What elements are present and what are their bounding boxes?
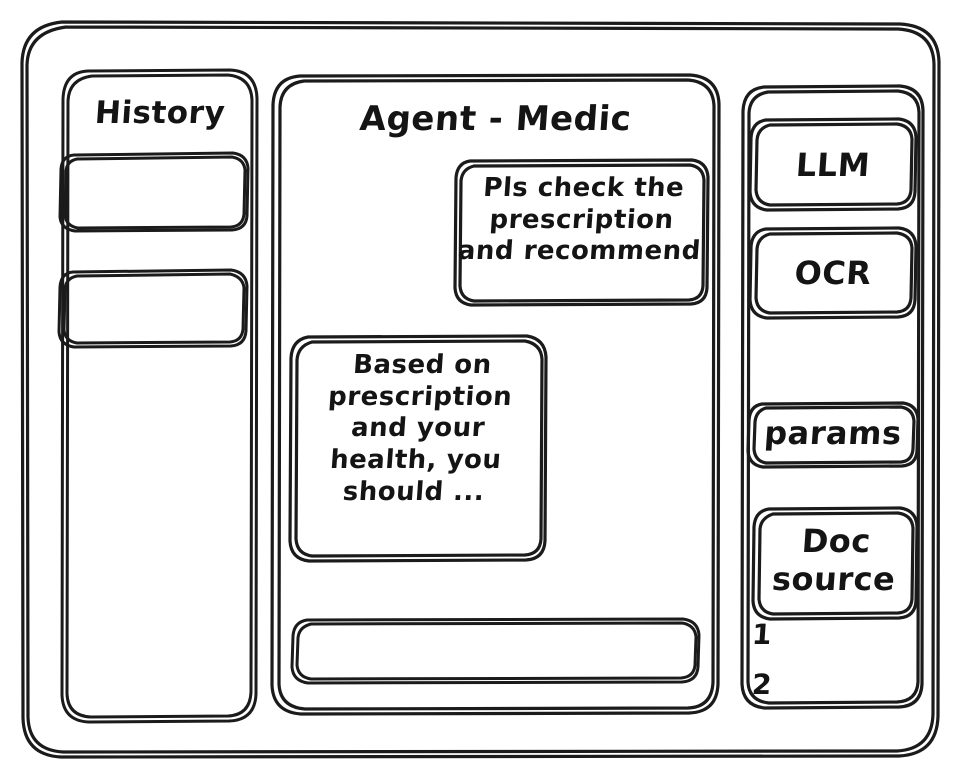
history-item-1-frame	[58, 151, 250, 233]
composer-input[interactable]	[292, 619, 699, 683]
history-list-item-1[interactable]	[60, 153, 248, 231]
history-panel-title: History	[93, 95, 227, 131]
agent-panel-title: Agent - Medic	[358, 99, 633, 139]
composer-input-frame	[290, 617, 701, 685]
doc-source-card-frame	[751, 506, 919, 621]
tool-card-params-label: params	[763, 414, 903, 452]
assistant-message-bubble-frame	[288, 334, 548, 563]
history-item-2-frame	[57, 268, 249, 349]
ocr-card-frame	[748, 226, 918, 320]
history-list-item-2[interactable]	[59, 270, 247, 347]
tool-card-doc-source-label: Doc source	[770, 522, 897, 598]
params-card-frame	[746, 401, 920, 469]
history-panel-frame	[60, 68, 259, 724]
tool-card-llm-label: LLM	[794, 146, 872, 184]
user-message-bubble-frame	[453, 158, 710, 307]
llm-card-frame	[748, 117, 918, 212]
user-message-text: Pls check the prescription and recommend	[456, 173, 702, 267]
doc-source-list-item-2[interactable]: 2	[750, 668, 774, 701]
tool-card-ocr-label: OCR	[793, 254, 873, 292]
window-frame	[20, 20, 941, 759]
tools-panel-frame	[740, 84, 925, 710]
doc-source-list-item-1[interactable]: 1	[750, 618, 774, 651]
agent-panel-frame	[270, 73, 721, 716]
assistant-message-text: Based on prescription and your health, y…	[327, 350, 514, 507]
